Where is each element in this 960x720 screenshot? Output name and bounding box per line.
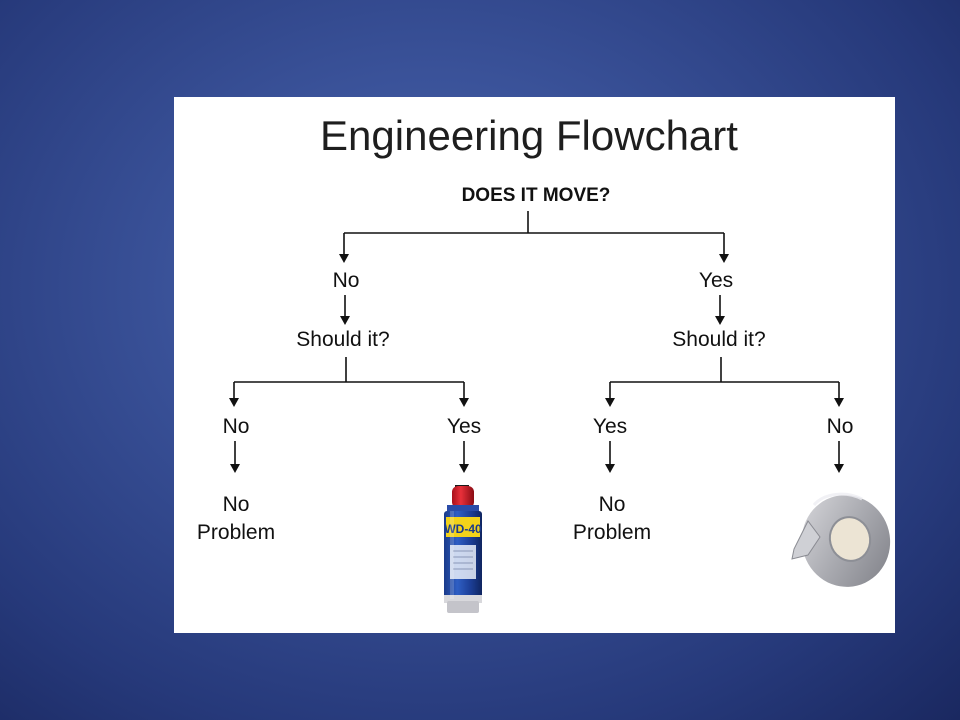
root-connectors (339, 211, 729, 263)
right-branch-answer: Yes (699, 269, 733, 292)
right-left-result-line1: No (599, 493, 626, 516)
flowchart-svg: Engineering Flowchart DOES IT MOVE? No S… (197, 112, 891, 613)
left-branch-question: Should it? (296, 328, 389, 351)
duct-tape-icon (791, 492, 891, 587)
right-left-result-line2: Problem (573, 521, 651, 544)
left-left-answer: No (223, 415, 250, 438)
left-left-arrow (230, 441, 240, 473)
left-left-result-line2: Problem (197, 521, 275, 544)
wd-40-can-label: WD-40 (444, 522, 482, 536)
right-left-arrow (605, 441, 615, 473)
flowchart-panel: Engineering Flowchart DOES IT MOVE? No S… (174, 97, 895, 633)
flowchart-title: Engineering Flowchart (320, 112, 738, 159)
right-sub-connectors (605, 357, 844, 407)
right-right-arrow (834, 441, 844, 473)
right-branch-arrow (715, 295, 725, 325)
right-branch-question: Should it? (672, 328, 765, 351)
root-question: DOES IT MOVE? (462, 185, 611, 206)
left-left-result-line1: No (223, 493, 250, 516)
left-sub-connectors (229, 357, 469, 407)
left-branch-answer: No (333, 269, 360, 292)
left-right-arrow (459, 441, 469, 473)
wd-40-can-icon: WD-40 (444, 485, 482, 613)
right-right-answer: No (827, 415, 854, 438)
right-left-answer: Yes (593, 415, 627, 438)
left-right-answer: Yes (447, 415, 481, 438)
left-branch-arrow (340, 295, 350, 325)
